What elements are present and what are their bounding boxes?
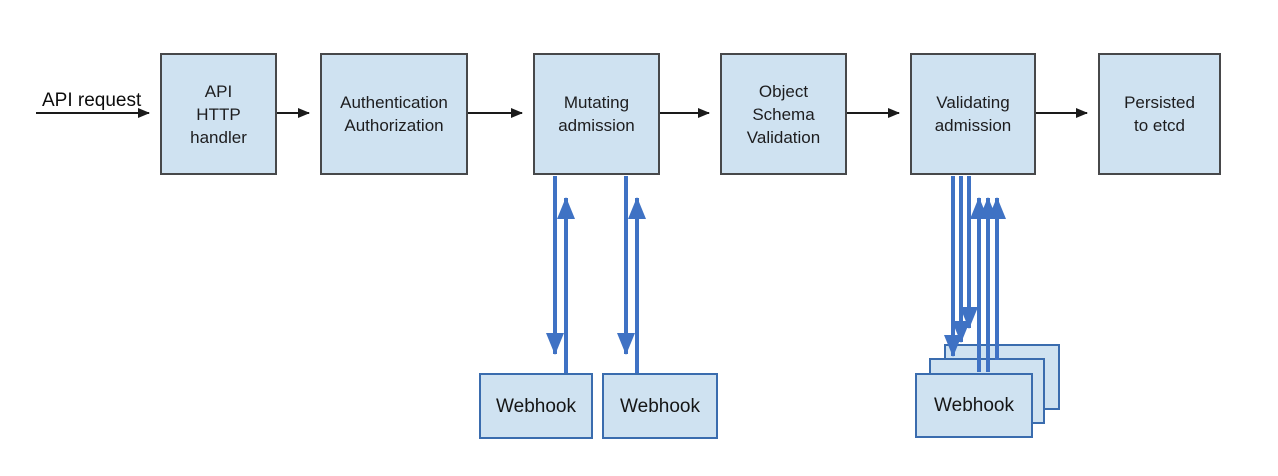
node-validating-admission-label: Validating admission: [934, 93, 1012, 135]
node-authentication-authorization: Authentication Authorization: [320, 53, 468, 175]
node-persisted-to-etcd: Persisted to etcd: [1098, 53, 1221, 175]
node-validating-admission: Validating admission: [910, 53, 1036, 175]
webhook-mutating-1-label: Webhook: [496, 395, 576, 417]
node-authentication-authorization-label: Authentication Authorization: [340, 93, 448, 135]
webhook-mutating-1: Webhook: [479, 373, 593, 439]
node-persisted-to-etcd-label: Persisted to etcd: [1124, 93, 1195, 135]
node-api-http-handler-label: API HTTP handler: [190, 81, 247, 147]
node-mutating-admission: Mutating admission: [533, 53, 660, 175]
node-mutating-admission-label: Mutating admission: [558, 93, 635, 135]
node-api-http-handler: API HTTP handler: [160, 53, 277, 175]
webhook-validating-front: Webhook: [915, 373, 1033, 438]
webhook-mutating-2-label: Webhook: [620, 395, 700, 417]
webhook-validating-front-label: Webhook: [934, 395, 1014, 416]
node-object-schema-validation-label: Object Schema Validation: [746, 81, 821, 147]
webhook-mutating-2: Webhook: [602, 373, 718, 439]
api-request-label: API request: [42, 90, 142, 111]
node-object-schema-validation: Object Schema Validation: [720, 53, 847, 175]
